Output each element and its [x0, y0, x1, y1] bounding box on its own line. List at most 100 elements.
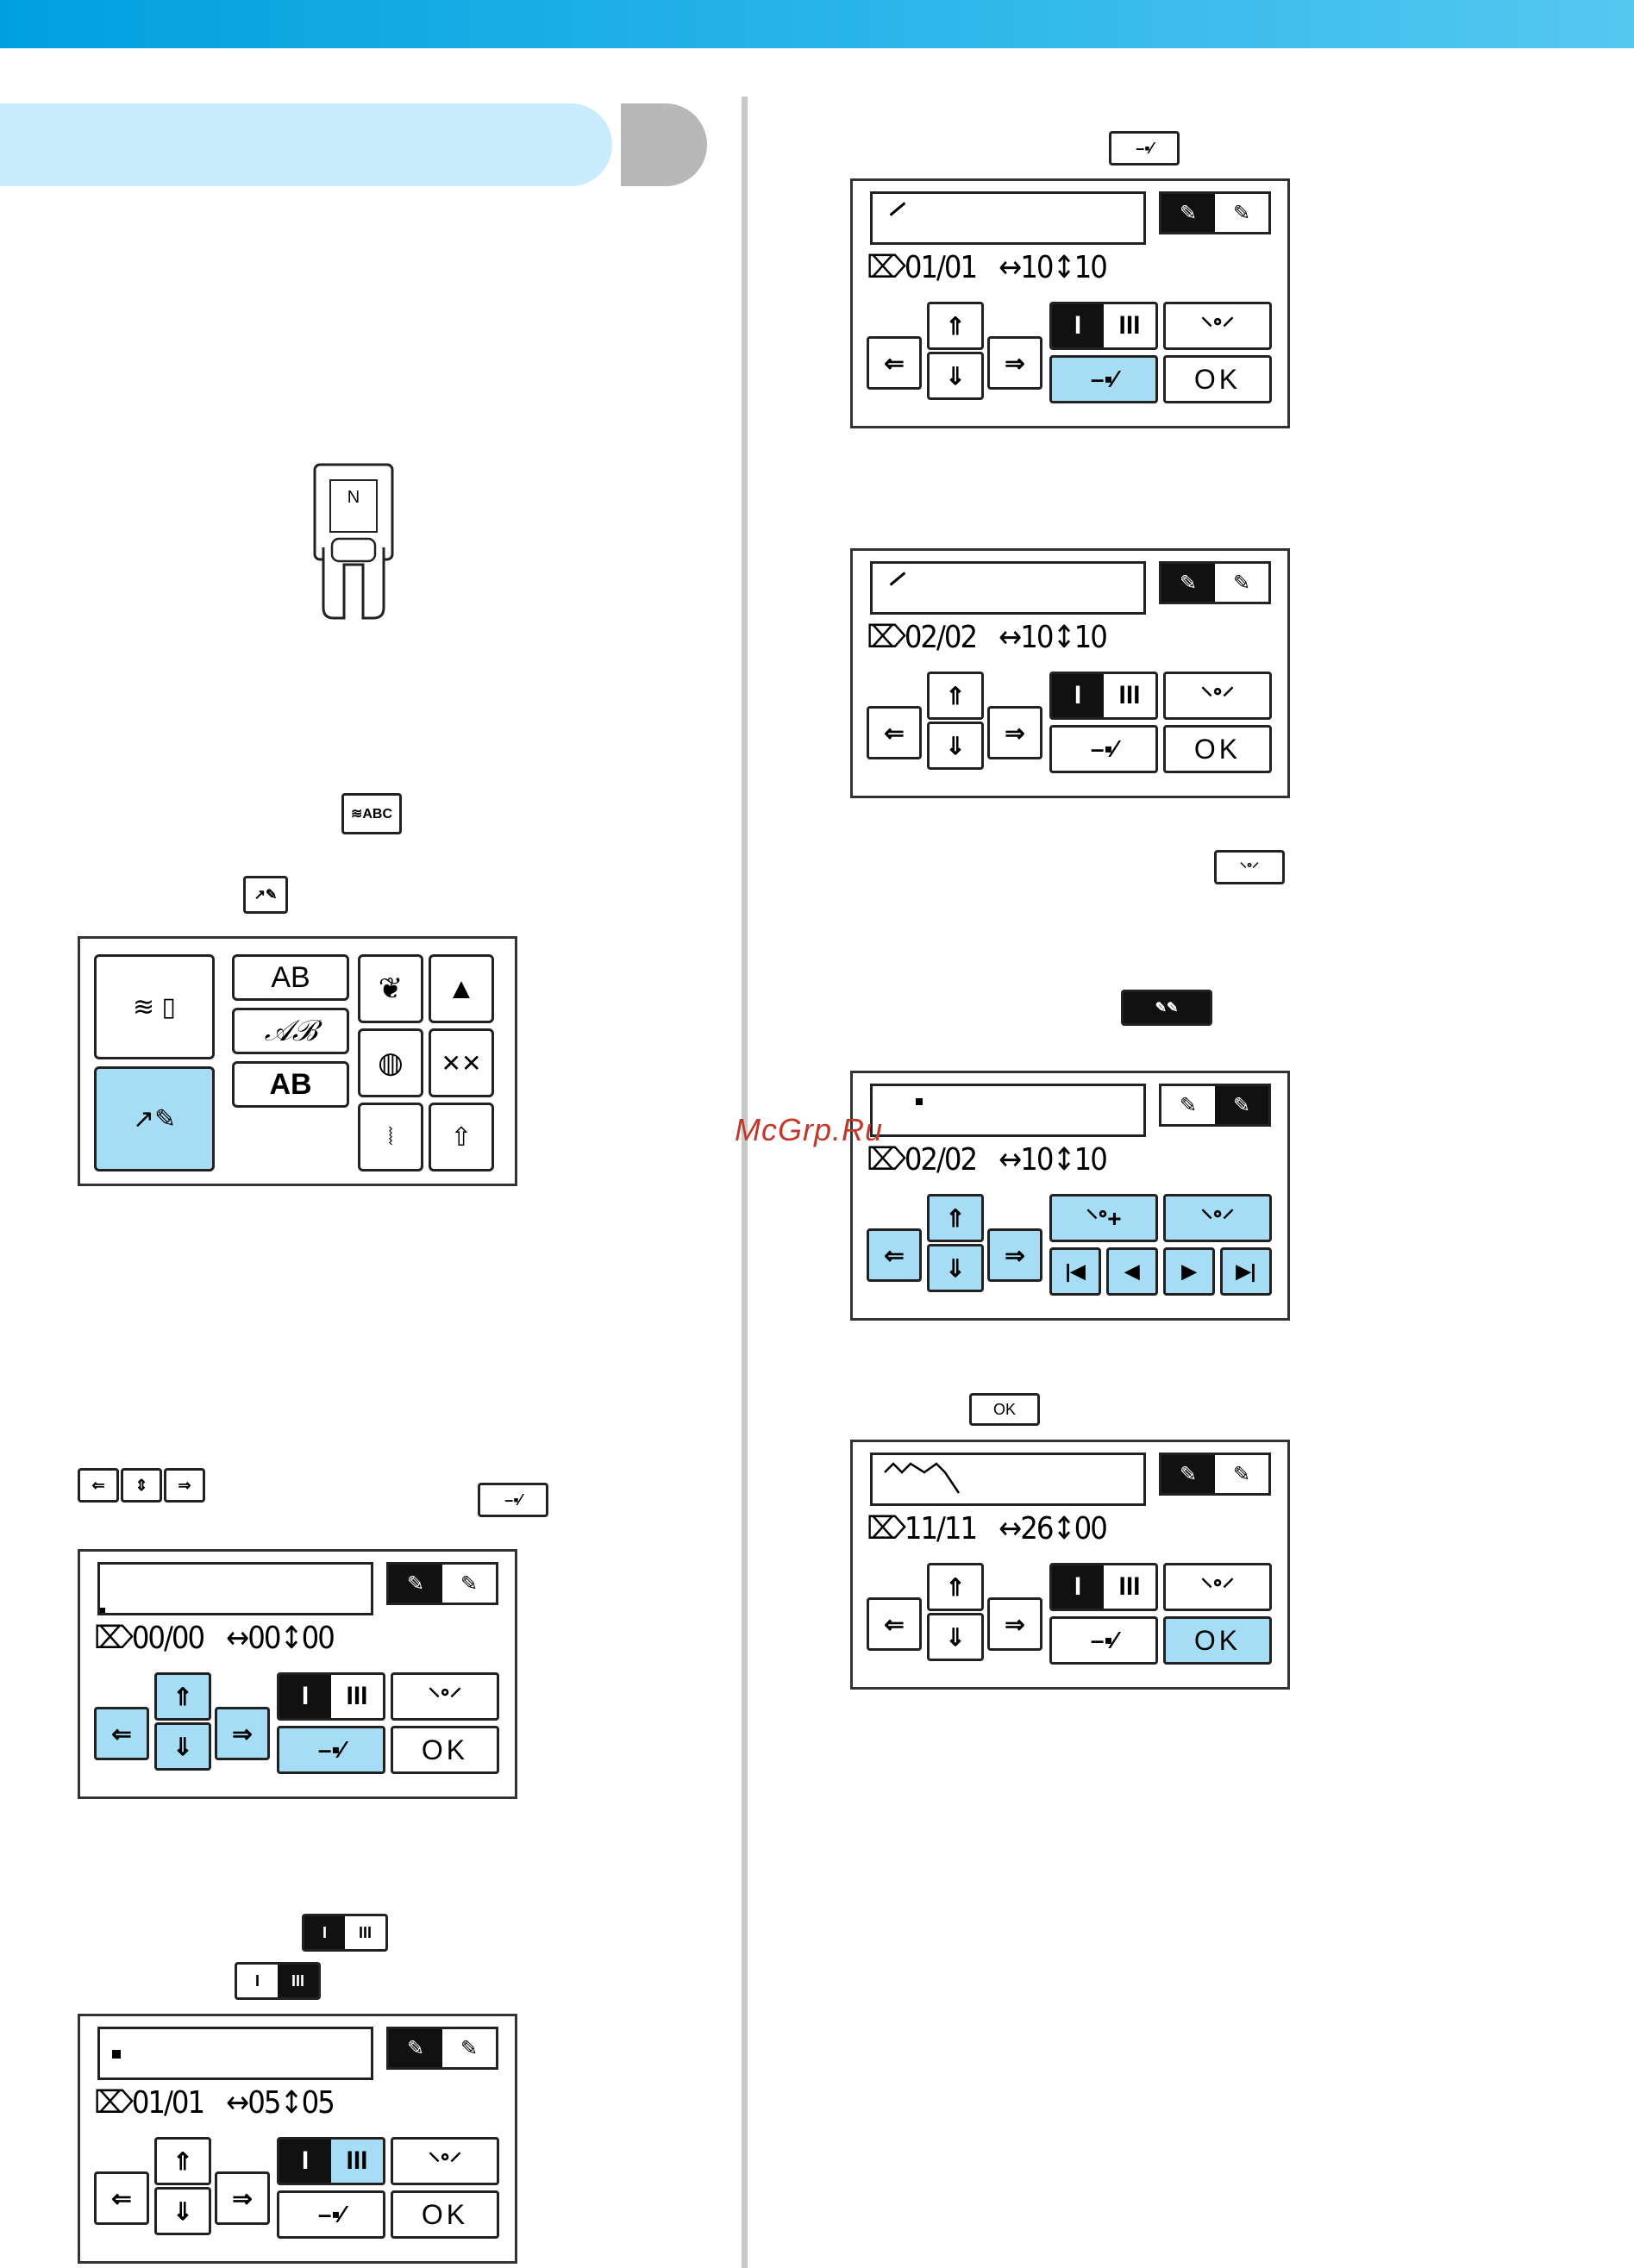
point-mode-icon[interactable]: ✎ — [389, 1565, 442, 1603]
point-mode-icon[interactable]: ✎ — [1161, 564, 1215, 602]
ok-button[interactable]: OK — [391, 1726, 499, 1774]
set-point-button[interactable]: –▪⁄ — [1049, 725, 1158, 773]
point-mode-icon[interactable]: ✎ — [389, 2029, 442, 2067]
last-point-button[interactable]: ▶| — [1220, 1247, 1272, 1296]
up-arrow-button[interactable]: ⇑ — [927, 1563, 984, 1611]
right-arrow-button[interactable]: ⇒ — [987, 1228, 1042, 1282]
points-edit-button[interactable]: ⸌ᐤ⸍ — [391, 2137, 499, 2185]
ok-button[interactable]: OK — [1163, 1616, 1272, 1665]
triple-stitch-option[interactable]: III — [331, 2140, 383, 2183]
first-point-button[interactable]: |◀ — [1049, 1247, 1101, 1296]
left-arrow-button[interactable]: ⇐ — [94, 1707, 149, 1760]
right-arrow-button[interactable]: ⇒ — [215, 2171, 270, 2225]
edit-mode-toggle[interactable]: ✎✎ — [386, 1562, 498, 1605]
point-mode-icon[interactable]: ✎ — [1161, 1455, 1215, 1493]
block-mode-icon[interactable]: ✎ — [1232, 1462, 1251, 1486]
up-arrow-button[interactable]: ⇑ — [154, 1672, 211, 1721]
decorative-arrow-key[interactable]: ▲ — [429, 954, 494, 1023]
left-arrow-button[interactable]: ⇐ — [867, 1228, 922, 1282]
points-edit-button[interactable]: ⸌ᐤ⸍ — [391, 1672, 499, 1721]
satin-stitch-key[interactable]: ◍ — [358, 1028, 423, 1097]
up-arrow-button[interactable]: ⇑ — [154, 2137, 211, 2185]
font-outline-key[interactable]: AB — [232, 1061, 349, 1108]
utility-stitch-key[interactable]: ≋ ▯ — [94, 954, 215, 1059]
point-mode-icon[interactable]: ✎ — [1161, 194, 1215, 232]
triple-stitch-option[interactable]: III — [1118, 681, 1141, 709]
triple-stitch-option[interactable]: III — [346, 1682, 368, 1710]
previous-point-button[interactable]: ◀ — [1106, 1247, 1158, 1296]
edit-mode-toggle[interactable]: ✎✎ — [1159, 191, 1271, 234]
svg-text:N: N — [347, 488, 360, 507]
up-arrow-button[interactable]: ⇑ — [927, 1194, 984, 1242]
cross-stitch-key[interactable]: ✕✕ — [429, 1028, 494, 1097]
edit-mode-toggle[interactable]: ✎✎ — [1159, 1453, 1271, 1496]
down-arrow-button[interactable]: ⇓ — [927, 1244, 984, 1292]
set-point-button[interactable]: –▪⁄ — [1049, 1616, 1158, 1665]
ok-button[interactable]: OK — [1163, 355, 1272, 403]
right-arrow-button[interactable]: ⇒ — [987, 706, 1042, 759]
point-count: 01/01 — [904, 250, 978, 285]
zigzag-stitch-key[interactable]: ⦚ — [358, 1103, 423, 1171]
point-count: 00/00 — [131, 1621, 205, 1656]
block-mode-icon[interactable]: ✎ — [460, 2036, 479, 2060]
down-arrow-button[interactable]: ⇓ — [927, 722, 984, 770]
right-arrow-button[interactable]: ⇒ — [987, 1597, 1042, 1651]
width-value: 10 — [1020, 1142, 1054, 1178]
width-value: 10 — [1020, 620, 1054, 655]
down-arrow-button[interactable]: ⇓ — [154, 1722, 211, 1771]
section-tab-end — [621, 103, 707, 186]
left-arrow-button[interactable]: ⇐ — [94, 2171, 149, 2225]
next-point-button[interactable]: ▶ — [1163, 1247, 1215, 1296]
triple-stitch-option[interactable]: III — [1118, 1572, 1141, 1601]
down-arrow-button[interactable]: ⇓ — [154, 2187, 211, 2235]
my-custom-stitch-key[interactable]: ↗✎ — [94, 1066, 215, 1171]
stitch-display — [97, 2027, 373, 2080]
set-point-button[interactable]: –▪⁄ — [277, 1726, 385, 1774]
left-arrow-button[interactable]: ⇐ — [867, 336, 922, 390]
single-stitch-option[interactable]: I — [1052, 304, 1104, 347]
left-arrow-button[interactable]: ⇐ — [867, 1597, 922, 1651]
set-point-button[interactable]: –▪⁄ — [1049, 355, 1158, 403]
right-arrow-button[interactable]: ⇒ — [987, 336, 1042, 390]
single-stitch-option[interactable]: I — [279, 1675, 331, 1718]
single-stitch-option[interactable]: I — [1052, 674, 1104, 717]
points-edit-button[interactable]: ⸌ᐤ⸍ — [1163, 672, 1272, 720]
edit-mode-toggle[interactable]: ✎✎ — [1159, 561, 1271, 604]
points-edit-button[interactable]: ⸌ᐤ⸍ — [1163, 302, 1272, 350]
down-arrow-button[interactable]: ⇓ — [927, 1613, 984, 1661]
set-point-button[interactable]: –▪⁄ — [277, 2190, 385, 2239]
font-gothic-key[interactable]: AB — [232, 954, 349, 1001]
insert-point-button[interactable]: ⸌ᐤ+ — [1049, 1194, 1158, 1242]
ok-button[interactable]: OK — [391, 2190, 499, 2239]
block-mode-icon[interactable]: ✎ — [1232, 571, 1251, 595]
down-arrow-button[interactable]: ⇓ — [927, 352, 984, 400]
buttonhole-key[interactable]: ⇧ — [429, 1103, 494, 1171]
triple-stitch-option[interactable]: III — [1118, 311, 1141, 340]
up-arrow-button[interactable]: ⇑ — [927, 302, 984, 350]
left-arrow-button[interactable]: ⇐ — [867, 706, 922, 759]
stitch-display — [97, 1562, 373, 1615]
block-mode-icon[interactable]: ✎ — [1215, 1086, 1268, 1124]
point-mode-icon[interactable]: ✎ — [1179, 1093, 1198, 1117]
decorative-leaf-key[interactable]: ❦ — [358, 954, 423, 1023]
block-mode-icon[interactable]: ✎ — [460, 1571, 479, 1596]
points-edit-button[interactable]: ⸌ᐤ⸍ — [1163, 1563, 1272, 1611]
single-stitch-option[interactable]: I — [279, 2140, 331, 2183]
status-line: ⌦11/11↔26↕00 — [867, 1511, 1108, 1546]
up-arrow-button[interactable]: ⇑ — [927, 672, 984, 720]
ok-button[interactable]: OK — [1163, 725, 1272, 773]
edit-mode-toggle[interactable]: ✎✎ — [1159, 1084, 1271, 1127]
edit-mode-toggle[interactable]: ✎✎ — [386, 2027, 498, 2070]
block-mode-icon[interactable]: ✎ — [1232, 201, 1251, 225]
single-stitch-option[interactable]: I — [1052, 1565, 1104, 1609]
right-arrow-button[interactable]: ⇒ — [215, 1707, 270, 1760]
font-script-key[interactable]: 𝒜ℬ — [232, 1008, 349, 1054]
delete-point-button[interactable]: ⸌ᐤ⸍ — [1163, 1194, 1272, 1242]
